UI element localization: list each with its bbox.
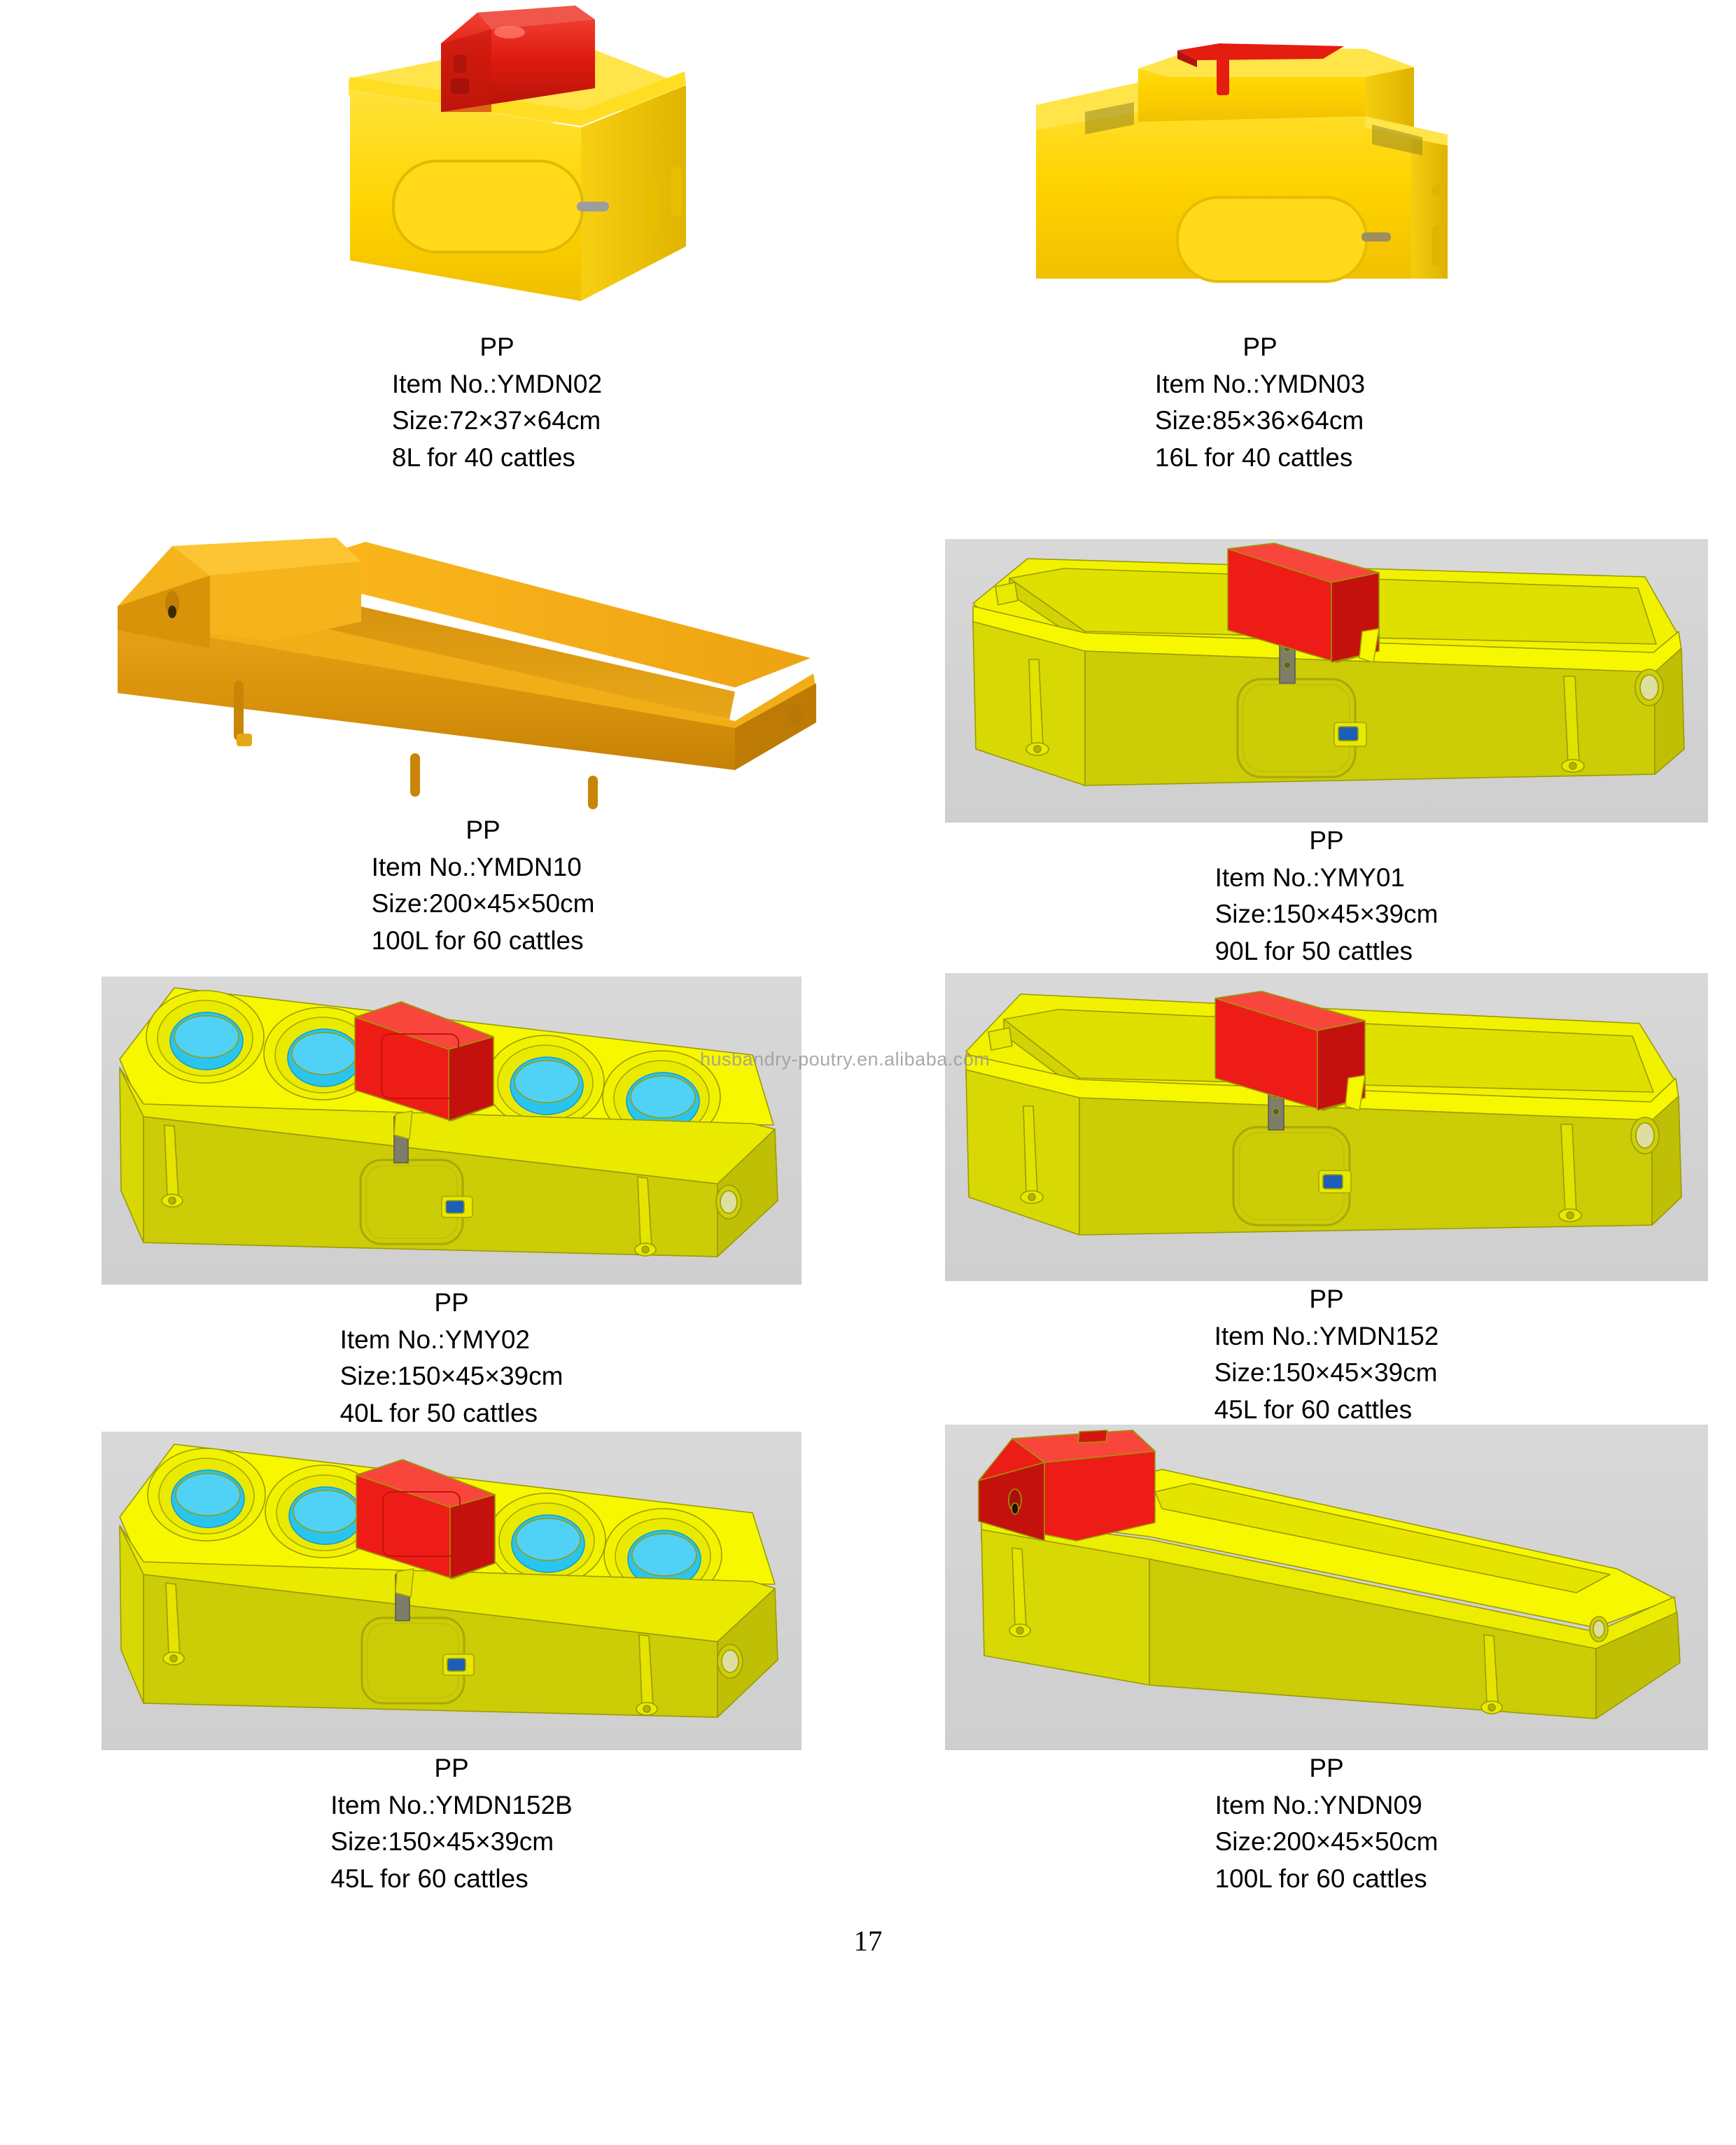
item-number-ymdn152: Item No.:YMDN152 xyxy=(1214,1321,1439,1350)
capacity-ymdn02: 8L for 40 cattles xyxy=(391,442,575,472)
capacity-ymdn152b: 45L for 60 cattles xyxy=(330,1864,528,1893)
ymdn152-illustration xyxy=(965,991,1682,1236)
material-label-yndn09: PP xyxy=(1309,1754,1344,1782)
material-label-ymdn03: PP xyxy=(1242,333,1278,361)
capacity-ymdn152: 45L for 60 cattles xyxy=(1214,1395,1413,1424)
size-yndn09: Size:200×45×50cm xyxy=(1214,1827,1438,1857)
product-caption-yndn09: PP Item No.:YNDN09 Size:200×45×50cm 100L… xyxy=(945,1750,1708,1897)
material-label-ymy02: PP xyxy=(434,1288,469,1317)
product-caption-ymy02: PP Item No.:YMY02 Size:150×45×39cm 40L f… xyxy=(102,1285,802,1432)
item-number-ymdn152b: Item No.:YMDN152B xyxy=(330,1790,573,1819)
product-card-ymy01: PP Item No.:YMY01 Size:150×45×39cm 90L f… xyxy=(945,539,1708,970)
capacity-ymdn10: 100L for 60 cattles xyxy=(371,925,584,955)
material-label-ymdn02: PP xyxy=(479,333,514,361)
size-ymdn10: Size:200×45×50cm xyxy=(371,889,595,918)
product-caption-ymdn02: PP Item No.:YMDN02 Size:72×37×64cm 8L fo… xyxy=(231,329,763,476)
size-ymy01: Size:150×45×39cm xyxy=(1214,900,1438,929)
product-caption-ymdn152: PP Item No.:YMDN152 Size:150×45×39cm 45L… xyxy=(945,1281,1708,1428)
size-ymdn03: Size:85×36×64cm xyxy=(1154,406,1364,435)
material-label-ymy01: PP xyxy=(1309,826,1344,855)
product-image-ymy01 xyxy=(945,539,1708,823)
size-ymdn152: Size:150×45×39cm xyxy=(1214,1358,1438,1388)
ymdn152b-illustration xyxy=(119,1444,778,1718)
product-card-ymdn03: PP Item No.:YMDN03 Size:85×36×64cm 16L f… xyxy=(994,0,1526,476)
item-number-yndn09: Item No.:YNDN09 xyxy=(1214,1790,1422,1819)
size-ymy02: Size:150×45×39cm xyxy=(340,1362,564,1391)
item-number-ymdn03: Item No.:YMDN03 xyxy=(1154,369,1366,398)
capacity-ymdn03: 16L for 40 cattles xyxy=(1154,442,1353,472)
product-card-ymdn152: PP Item No.:YMDN152 Size:150×45×39cm 45L… xyxy=(945,973,1708,1428)
size-ymdn02: Size:72×37×64cm xyxy=(391,406,601,435)
page-number: 17 xyxy=(853,1924,883,1957)
product-card-ymdn10: PP Item No.:YMDN10 Size:200×45×50cm 100L… xyxy=(105,518,861,959)
capacity-ymy02: 40L for 50 cattles xyxy=(340,1398,538,1427)
product-image-ymdn152 xyxy=(945,973,1708,1281)
product-image-ymdn02 xyxy=(231,0,763,329)
ymdn10-illustration xyxy=(118,538,816,809)
product-caption-ymy01: PP Item No.:YMY01 Size:150×45×39cm 90L f… xyxy=(945,823,1708,970)
site-watermark: husbandry-poutry.en.alibaba.com xyxy=(700,1049,990,1070)
material-label-ymdn152b: PP xyxy=(434,1754,469,1782)
ymy01-illustration xyxy=(972,543,1685,786)
ymy02-illustration xyxy=(119,987,778,1257)
product-image-ymdn152b xyxy=(102,1432,802,1750)
product-card-ymy02: PP Item No.:YMY02 Size:150×45×39cm 40L f… xyxy=(102,977,802,1432)
item-number-ymy01: Item No.:YMY01 xyxy=(1214,862,1406,892)
material-label-ymdn152: PP xyxy=(1309,1285,1344,1313)
size-ymdn152b: Size:150×45×39cm xyxy=(330,1827,554,1857)
product-card-yndn09: PP Item No.:YNDN09 Size:200×45×50cm 100L… xyxy=(945,1425,1708,1897)
item-number-ymy02: Item No.:YMY02 xyxy=(340,1325,531,1354)
yndn09-illustration xyxy=(978,1430,1681,1719)
product-image-ymy02 xyxy=(102,977,802,1285)
ymdn03-illustration xyxy=(1036,43,1448,283)
item-number-ymdn02: Item No.:YMDN02 xyxy=(391,369,603,398)
product-card-ymdn152b: PP Item No.:YMDN152B Size:150×45×39cm 45… xyxy=(102,1432,802,1897)
capacity-yndn09: 100L for 60 cattles xyxy=(1214,1864,1427,1893)
product-caption-ymdn03: PP Item No.:YMDN03 Size:85×36×64cm 16L f… xyxy=(994,329,1526,476)
material-label-ymdn10: PP xyxy=(465,816,500,844)
capacity-ymy01: 90L for 50 cattles xyxy=(1214,936,1413,965)
product-image-ymdn10 xyxy=(105,518,861,812)
ymdn02-illustration xyxy=(349,6,686,301)
item-number-ymdn10: Item No.:YMDN10 xyxy=(371,852,582,881)
product-caption-ymdn152b: PP Item No.:YMDN152B Size:150×45×39cm 45… xyxy=(102,1750,802,1897)
product-caption-ymdn10: PP Item No.:YMDN10 Size:200×45×50cm 100L… xyxy=(105,812,861,959)
product-card-ymdn02: PP Item No.:YMDN02 Size:72×37×64cm 8L fo… xyxy=(231,0,763,476)
product-image-ymdn03 xyxy=(994,0,1526,329)
product-image-yndn09 xyxy=(945,1425,1708,1750)
